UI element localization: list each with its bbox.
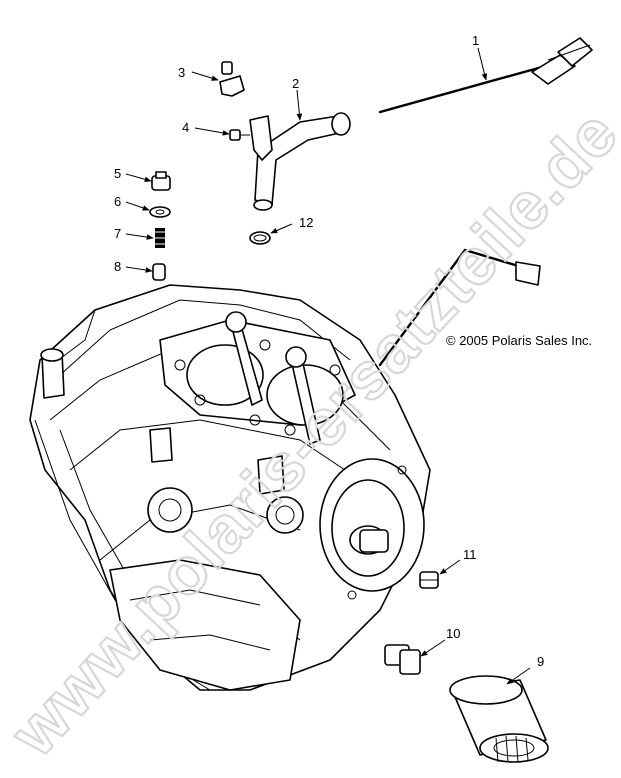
screw — [229, 129, 250, 141]
spring — [155, 228, 165, 248]
connecting-rods — [225, 311, 321, 445]
callout-7: 7 — [114, 226, 121, 241]
filter-adapter — [384, 644, 421, 675]
callout-2: 2 — [292, 76, 299, 91]
dipstick — [378, 37, 593, 114]
oil-filter — [449, 675, 549, 763]
washer — [149, 206, 171, 218]
breather-line — [378, 248, 541, 367]
o-ring — [249, 231, 271, 245]
callout-1: 1 — [472, 33, 479, 48]
hose-clamp — [219, 61, 245, 97]
rotor-cover — [319, 458, 425, 600]
fitting — [419, 571, 439, 589]
callout-11: 11 — [463, 547, 477, 562]
callout-5: 5 — [114, 166, 121, 181]
copyright-text: © 2005 Polaris Sales Inc. — [446, 333, 592, 348]
callout-9: 9 — [537, 654, 544, 669]
callout-10: 10 — [446, 626, 460, 641]
callout-leaders — [125, 47, 531, 685]
callout-8: 8 — [114, 259, 121, 274]
crankcase-bosses — [147, 427, 304, 534]
callout-12: 12 — [299, 215, 313, 230]
callout-3: 3 — [178, 65, 185, 80]
callout-6: 6 — [114, 194, 121, 209]
callout-labels: 1 2 3 4 5 6 7 8 9 10 11 12 — [114, 33, 544, 669]
oil-fill-tube — [249, 112, 351, 211]
bolt — [151, 171, 171, 191]
coolant-outlet — [40, 348, 65, 399]
callout-4: 4 — [182, 120, 189, 135]
dowel-pin — [152, 263, 166, 281]
oil-pan — [109, 559, 301, 691]
